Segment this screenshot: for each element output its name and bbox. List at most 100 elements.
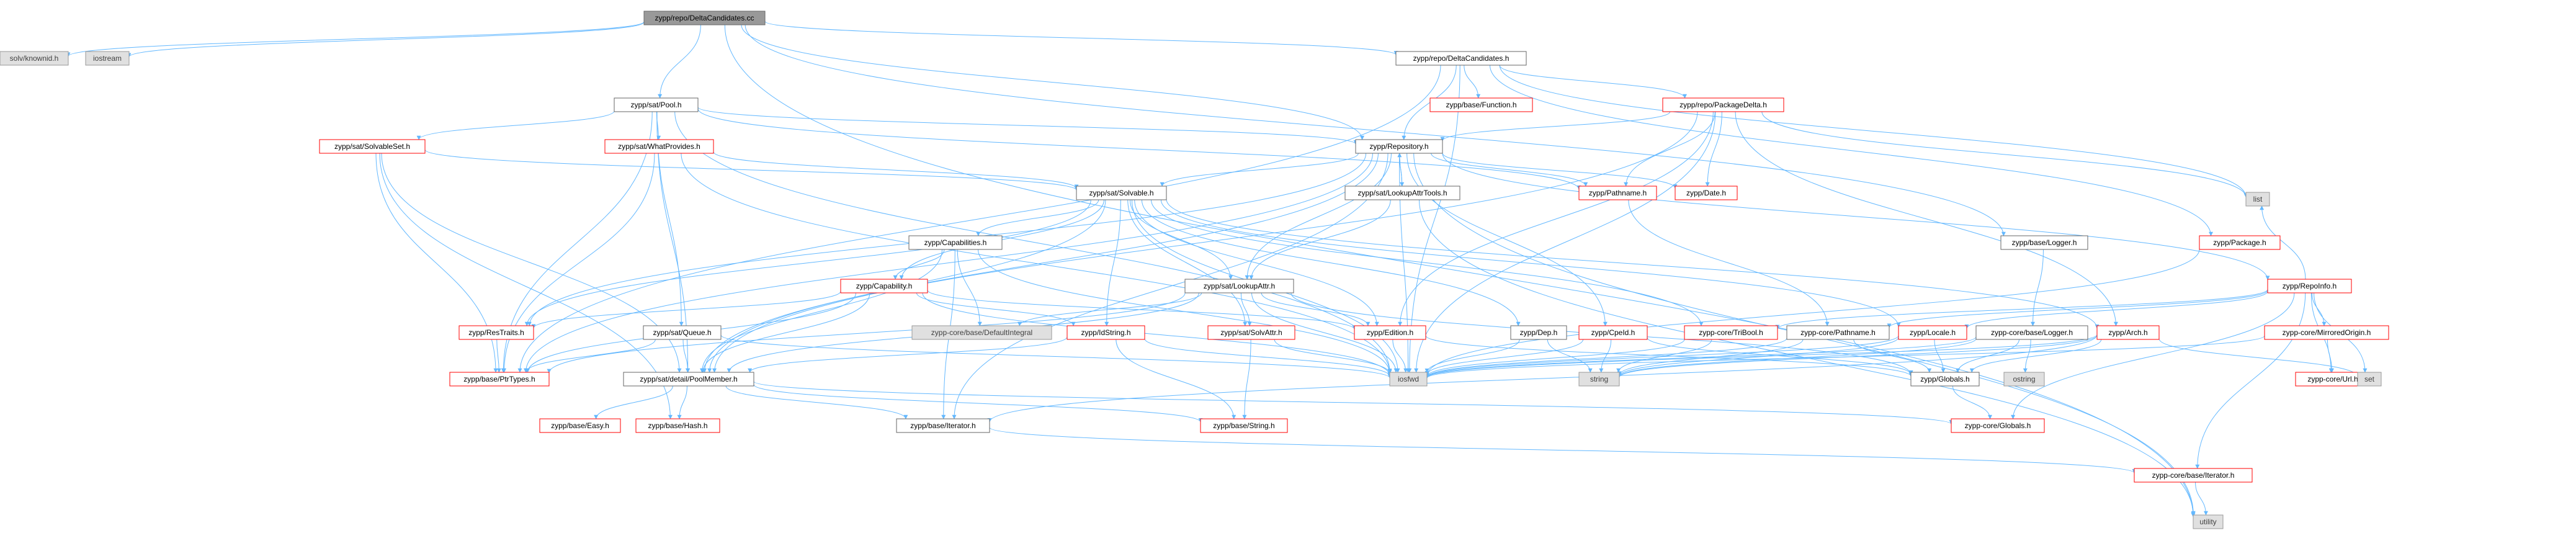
node-logger-h[interactable]: zypp/base/Logger.h xyxy=(2000,235,2088,250)
node-hash-h[interactable]: zypp/base/Hash.h xyxy=(635,418,720,433)
node-label: ostring xyxy=(2013,375,2035,383)
node-root[interactable]: zypp/repo/DeltaCandidates.cc xyxy=(643,11,766,25)
edge-poolmember_h-to-easy_h xyxy=(594,385,673,419)
node-box xyxy=(1578,325,1648,340)
edge-whatprovides_h-to-solvable_h xyxy=(713,151,1079,189)
edge-corelogger_h-to-string xyxy=(1617,338,1977,378)
edge-solvable_h-to-lookupattr_h xyxy=(1129,199,1233,280)
edge-deltacand_h-to-package_h xyxy=(1489,65,2213,236)
node-dep-h[interactable]: zypp/Dep.h xyxy=(1510,325,1567,340)
node-box xyxy=(1355,139,1443,154)
edge-solvable_h-to-capability_h xyxy=(899,199,1104,280)
node-pathname-h[interactable]: zypp/Pathname.h xyxy=(1578,186,1657,200)
node-function-h[interactable]: zypp/base/Function.h xyxy=(1429,97,1533,112)
edge-lookupattr_h-to-ptrtypes_h xyxy=(547,292,1186,374)
node-label: zypp/Globals.h xyxy=(1920,375,1969,383)
node-label: zypp/repo/DeltaCandidates.cc xyxy=(655,14,754,22)
node-label: zypp/sat/SolvableSet.h xyxy=(334,142,410,151)
node-label: zypp-core/base/Logger.h xyxy=(1991,328,2073,337)
node-iterator-h[interactable]: zypp/base/Iterator.h xyxy=(896,418,990,433)
node-locale-h[interactable]: zypp/Locale.h xyxy=(1898,325,1967,340)
node-capabilities-h[interactable]: zypp/Capabilities.h xyxy=(908,235,1003,250)
node-whatprovides-h[interactable]: zypp/sat/WhatProvides.h xyxy=(604,139,714,154)
node-pool-h[interactable]: zypp/sat/Pool.h xyxy=(614,97,699,112)
node-repoinfo-h[interactable]: zypp/RepoInfo.h xyxy=(2267,279,2352,293)
node-label: zypp/repo/DeltaCandidates.h xyxy=(1413,54,1509,63)
edge-iterator_h-to-coreiterator_h xyxy=(989,427,2137,473)
node-capability-h[interactable]: zypp/Capability.h xyxy=(840,279,928,293)
node-label: list xyxy=(2253,195,2263,204)
node-list: list xyxy=(2245,192,2270,207)
node-label: zypp/Repository.h xyxy=(1369,142,1428,151)
node-solvattr-h[interactable]: zypp/sat/SolvAttr.h xyxy=(1207,325,1295,340)
node-mirroredorigin-h[interactable]: zypp-core/MirroredOrigin.h xyxy=(2264,325,2389,340)
node-box xyxy=(1200,418,1288,433)
edge-mirroredorigin_h-to-coreurl_h xyxy=(2327,339,2335,373)
edge-lookupattr_h-to-solvattr_h xyxy=(1240,292,1252,326)
node-tribool-h[interactable]: zypp-core/TriBool.h xyxy=(1684,325,1778,340)
node-lookupattrtools-h[interactable]: zypp/sat/LookupAttrTools.h xyxy=(1344,186,1460,200)
node-label: zypp/Pathname.h xyxy=(1589,189,1647,197)
node-coreiterator-h[interactable]: zypp-core/base/Iterator.h xyxy=(2134,468,2253,483)
edge-solvable_h-to-arch_h xyxy=(1166,199,2100,329)
node-label: zypp-core/Pathname.h xyxy=(1800,328,1876,337)
node-box xyxy=(1510,325,1567,340)
edge-queue_h-to-poolmember_h xyxy=(682,339,690,373)
node-box xyxy=(1429,97,1533,112)
edge-poolmember_h-to-iterator_h xyxy=(725,385,908,419)
edge-capability_h-to-restraits_h xyxy=(531,291,841,329)
node-date-h[interactable]: zypp/Date.h xyxy=(1675,186,1738,200)
node-box xyxy=(2134,468,2253,483)
node-arch-h[interactable]: zypp/Arch.h xyxy=(2096,325,2160,340)
node-box xyxy=(1910,372,1980,387)
node-iosfwd: iosfwd xyxy=(1389,372,1428,387)
edge-deltacand_h-to-function_h xyxy=(1464,65,1481,99)
node-box xyxy=(2267,279,2352,293)
node-label: zypp/RepoInfo.h xyxy=(2283,282,2337,290)
node-box xyxy=(2003,372,2045,387)
edge-packagedelta_h-to-list xyxy=(1761,111,2248,198)
node-coreglobals-h[interactable]: zypp-core/Globals.h xyxy=(1951,418,2045,433)
node-basestring-h[interactable]: zypp/base/String.h xyxy=(1200,418,1288,433)
node-deltacand-h[interactable]: zypp/repo/DeltaCandidates.h xyxy=(1395,51,1527,66)
edge-packagedelta_h-to-date_h xyxy=(1705,111,1722,187)
node-label: zypp/Arch.h xyxy=(2108,328,2147,337)
node-label: zypp-core/Globals.h xyxy=(1965,421,2031,430)
node-packagedelta-h[interactable]: zypp/repo/PackageDelta.h xyxy=(1662,97,1784,112)
edge-deltacand_h-to-iosfwd xyxy=(1407,65,1460,373)
edge-repoinfo_h-to-tribool_h xyxy=(1775,289,2268,329)
node-package-h[interactable]: zypp/Package.h xyxy=(2199,235,2281,250)
node-restraits-h[interactable]: zypp/ResTraits.h xyxy=(458,325,534,340)
node-corepathname-h[interactable]: zypp-core/Pathname.h xyxy=(1786,325,1890,340)
node-label: iostream xyxy=(93,54,122,63)
edge-repoinfo_h-to-coreglobals_h xyxy=(2011,292,2295,419)
edge-solvable_h-to-restraits_h xyxy=(524,199,1091,326)
edge-coreiterator_h-to-utility xyxy=(2195,481,2208,516)
node-defaultintegral-h: zypp-core/base/DefaultIntegral xyxy=(911,325,1052,340)
node-poolmember-h[interactable]: zypp/sat/detail/PoolMember.h xyxy=(623,372,754,387)
edge-repoinfo_h-to-corepathname_h xyxy=(1887,290,2268,328)
edge-repoinfo_h-to-list xyxy=(2260,205,2306,280)
node-coreurl-h[interactable]: zypp-core/Url.h xyxy=(2295,372,2371,387)
node-ptrtypes-h[interactable]: zypp/base/PtrTypes.h xyxy=(449,372,550,387)
node-edition-h[interactable]: zypp/Edition.h xyxy=(1354,325,1426,340)
edge-locale_h-to-string xyxy=(1617,337,1899,377)
edge-packagedelta_h-to-repository_h xyxy=(1440,111,1671,141)
node-lookupattr-h[interactable]: zypp/sat/LookupAttr.h xyxy=(1184,279,1294,293)
node-cpeid-h[interactable]: zypp/CpeId.h xyxy=(1578,325,1648,340)
node-solvableset-h[interactable]: zypp/sat/SolvableSet.h xyxy=(319,139,426,154)
edge-pool_h-to-ptrtypes_h xyxy=(501,111,653,373)
node-solvable-h[interactable]: zypp/sat/Solvable.h xyxy=(1076,186,1167,200)
node-queue-h[interactable]: zypp/sat/Queue.h xyxy=(643,325,722,340)
edge-pathname_h-to-corepathname_h xyxy=(1628,199,1830,326)
node-corelogger-h[interactable]: zypp-core/base/Logger.h xyxy=(1975,325,2088,340)
edge-package_h-to-iosfwd xyxy=(1424,249,2200,377)
node-box xyxy=(2245,192,2270,207)
node-globals-h[interactable]: zypp/Globals.h xyxy=(1910,372,1980,387)
node-easy-h[interactable]: zypp/base/Easy.h xyxy=(539,418,621,433)
node-label: zypp/repo/PackageDelta.h xyxy=(1679,101,1767,109)
node-idstring-h[interactable]: zypp/IdString.h xyxy=(1067,325,1145,340)
node-box xyxy=(635,418,720,433)
edge-capability_h-to-idstring_h xyxy=(916,292,1076,326)
node-repository-h[interactable]: zypp/Repository.h xyxy=(1355,139,1443,154)
